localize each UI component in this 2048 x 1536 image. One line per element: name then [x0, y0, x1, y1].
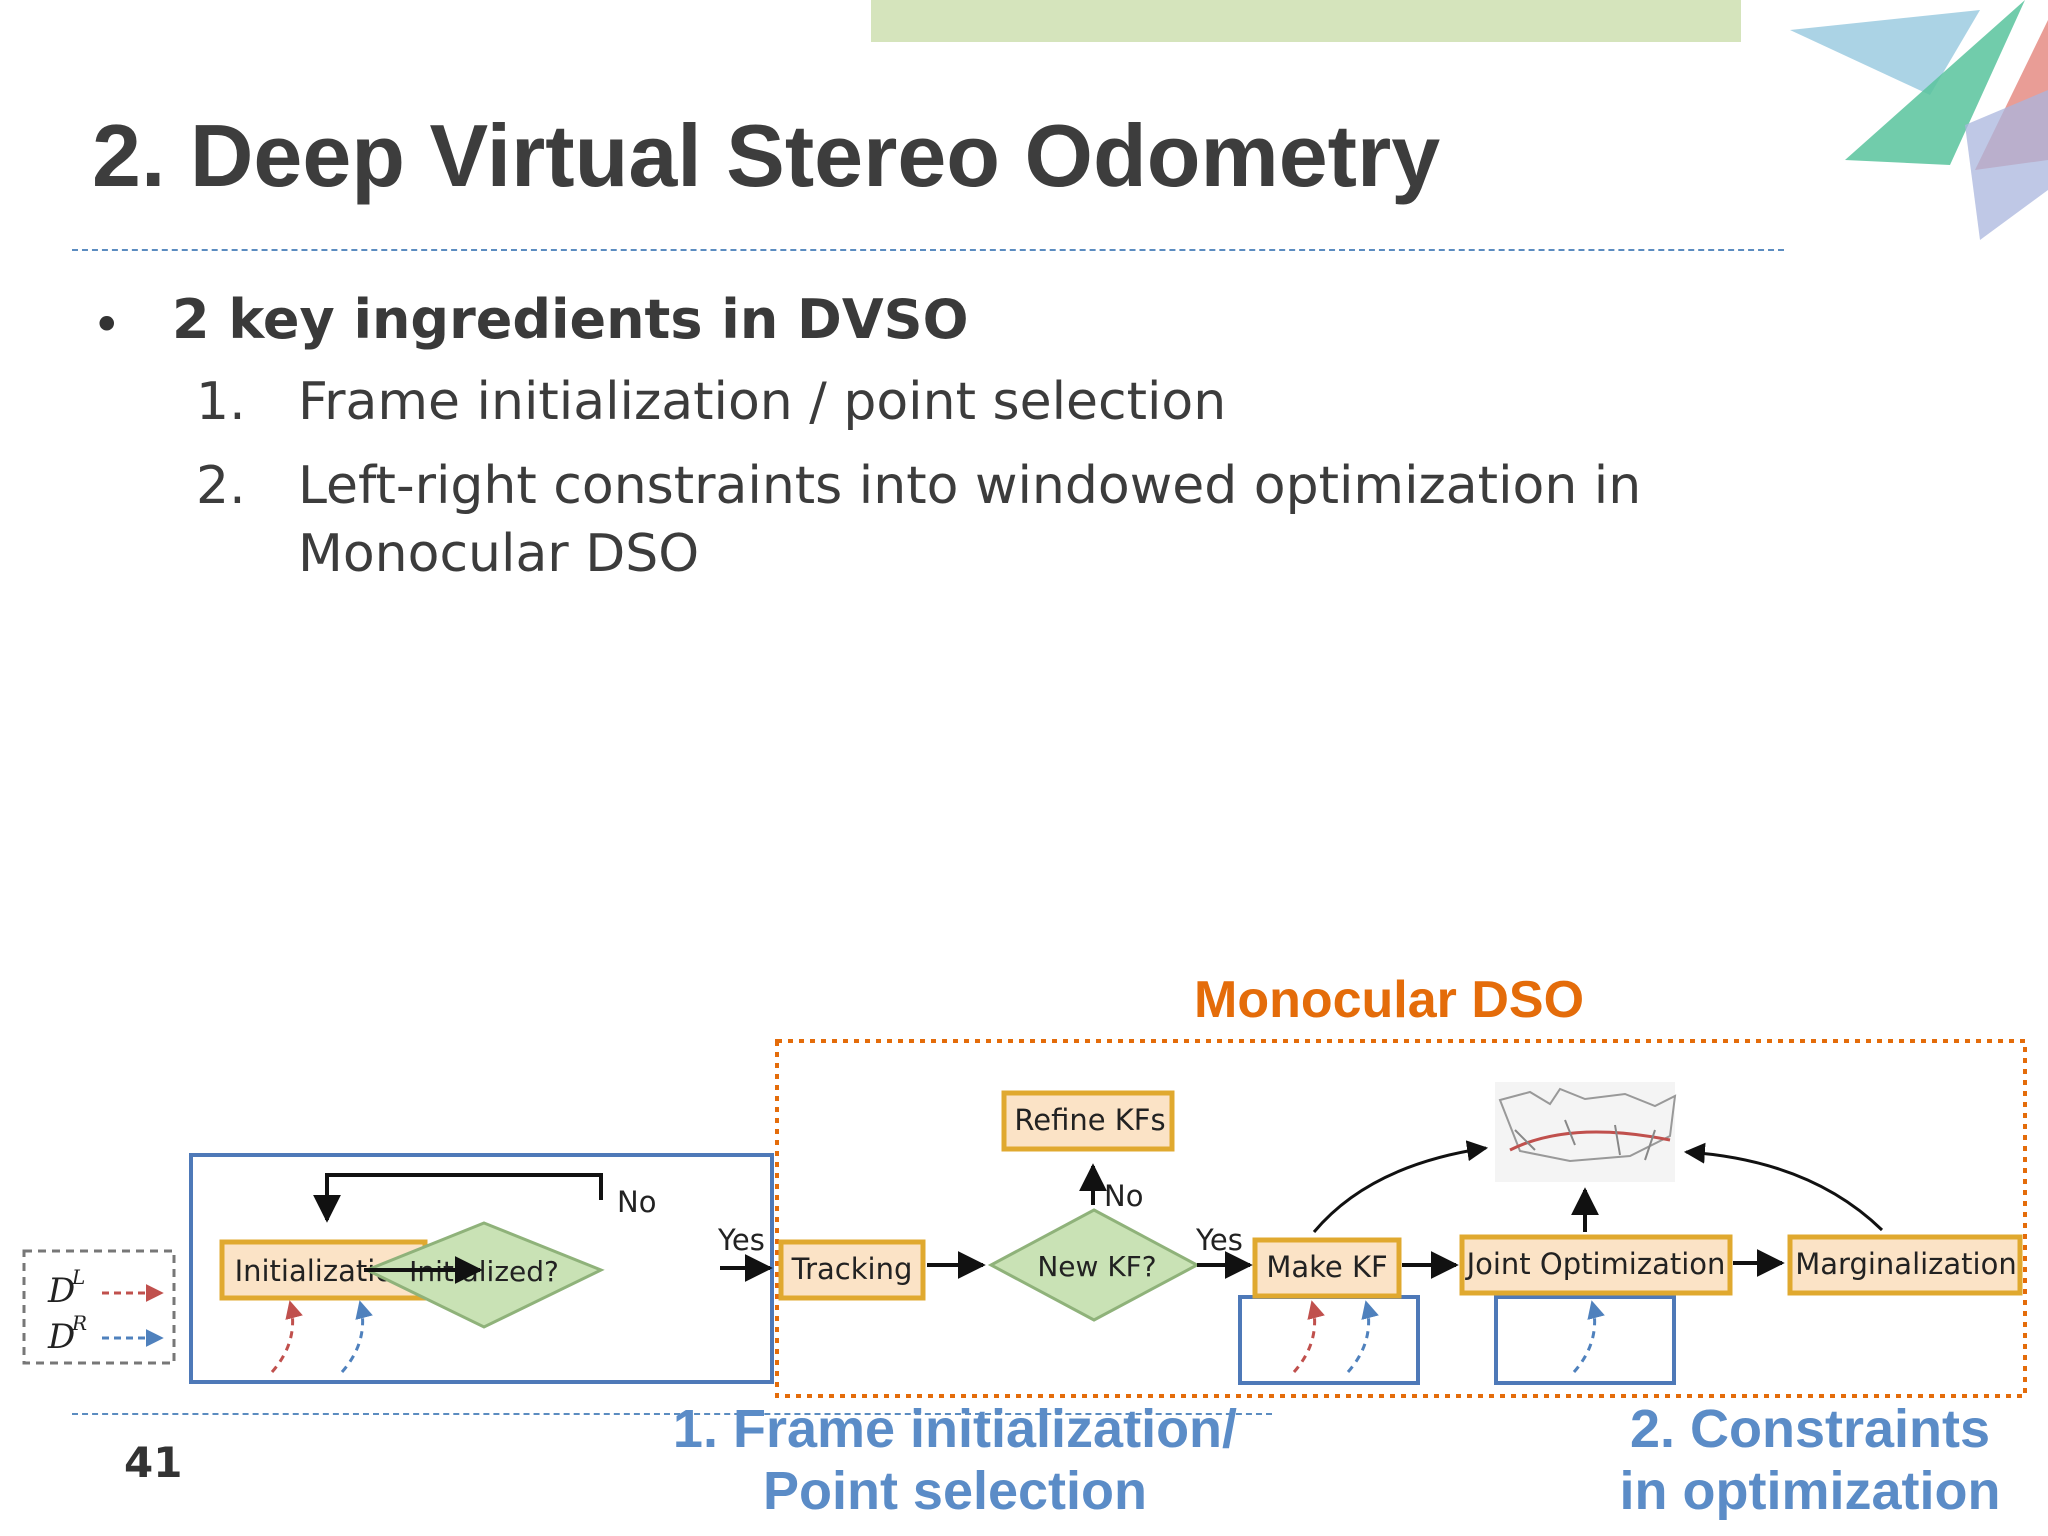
initialized-decision	[363, 1221, 605, 1329]
corner-logo-icon	[1790, 0, 2048, 240]
list-item-number: 1.	[196, 372, 246, 432]
slide-title: 2. Deep Virtual Stereo Odometry	[92, 106, 1441, 205]
highlight-joint-opt	[1494, 1295, 1676, 1385]
tracking-label: Tracking	[791, 1252, 913, 1286]
list-item-text: Left-right constraints into windowed opt…	[298, 456, 1642, 516]
top-accent-bar	[871, 0, 1741, 42]
new-kf-decision	[987, 1208, 1201, 1322]
no-refine-label: No	[1104, 1179, 1143, 1213]
list-item-number: 2.	[196, 456, 246, 516]
make-kf-box	[1252, 1237, 1402, 1299]
depth-arrow-kf-right	[1346, 1300, 1379, 1373]
point-cloud-image	[1495, 1082, 1677, 1182]
footer-divider	[72, 1413, 1272, 1415]
arrow-makekf-to-map	[1312, 1140, 1489, 1233]
marginalization-box	[1787, 1234, 2023, 1296]
input-right-symbol: D	[47, 1317, 75, 1357]
list-item-text: Frame initialization / point selection	[298, 372, 1227, 432]
input-depth-box	[22, 1249, 176, 1365]
monocular-dso-frame	[775, 1039, 2027, 1398]
no-loop-arrow	[313, 1173, 603, 1223]
depth-arrow-kf-left	[1292, 1300, 1325, 1373]
caption-constraints: 2. Constraints in optimization	[1580, 1398, 2040, 1522]
make-kf-label: Make KF	[1266, 1250, 1387, 1284]
tracking-box	[778, 1239, 926, 1301]
list-item-text: Monocular DSO	[298, 524, 700, 584]
depth-arrow-init-right	[340, 1300, 373, 1373]
bullet-marker: •	[92, 296, 122, 354]
new-kf-label: New KF?	[1037, 1250, 1156, 1283]
bullet-heading: 2 key ingredients in DVSO	[172, 288, 969, 351]
input-left-superscript: L	[71, 1265, 85, 1289]
refine-kfs-box	[1001, 1090, 1175, 1152]
depth-arrow-joint-right	[1572, 1300, 1605, 1373]
refine-kfs-label: Refine KFs	[1014, 1103, 1165, 1137]
title-divider	[72, 249, 1784, 251]
caption-line: Point selection	[762, 1461, 1148, 1521]
joint-optimization-label: Joint Optimization	[1465, 1247, 1726, 1281]
caption-line: in optimization	[1619, 1461, 2001, 1521]
input-right-superscript: R	[71, 1311, 87, 1335]
input-left-symbol: D	[47, 1271, 75, 1311]
marginalization-label: Marginalization	[1795, 1247, 2016, 1281]
no-loop-label: No	[617, 1185, 656, 1219]
initialization-box	[219, 1239, 428, 1301]
monocular-dso-label: Monocular DSO	[1194, 971, 1585, 1029]
yes-kf-label: Yes	[1195, 1223, 1243, 1257]
depth-arrow-init-left	[270, 1300, 303, 1373]
joint-optimization-box	[1459, 1234, 1733, 1296]
page-number: 41	[124, 1438, 183, 1487]
caption-line: 1. Frame initialization/	[672, 1399, 1238, 1459]
caption-frame-initialization: 1. Frame initialization/ Point selection	[640, 1398, 1270, 1522]
arrow-marginalization-to-map	[1683, 1142, 1884, 1232]
dvso-flow-diagram-main: Yes Tracking New KF? No Refine KFs Yes M…	[270, 1082, 2023, 1373]
caption-line: 2. Constraints	[1629, 1399, 1991, 1459]
yes-init-label: Yes	[717, 1223, 765, 1257]
